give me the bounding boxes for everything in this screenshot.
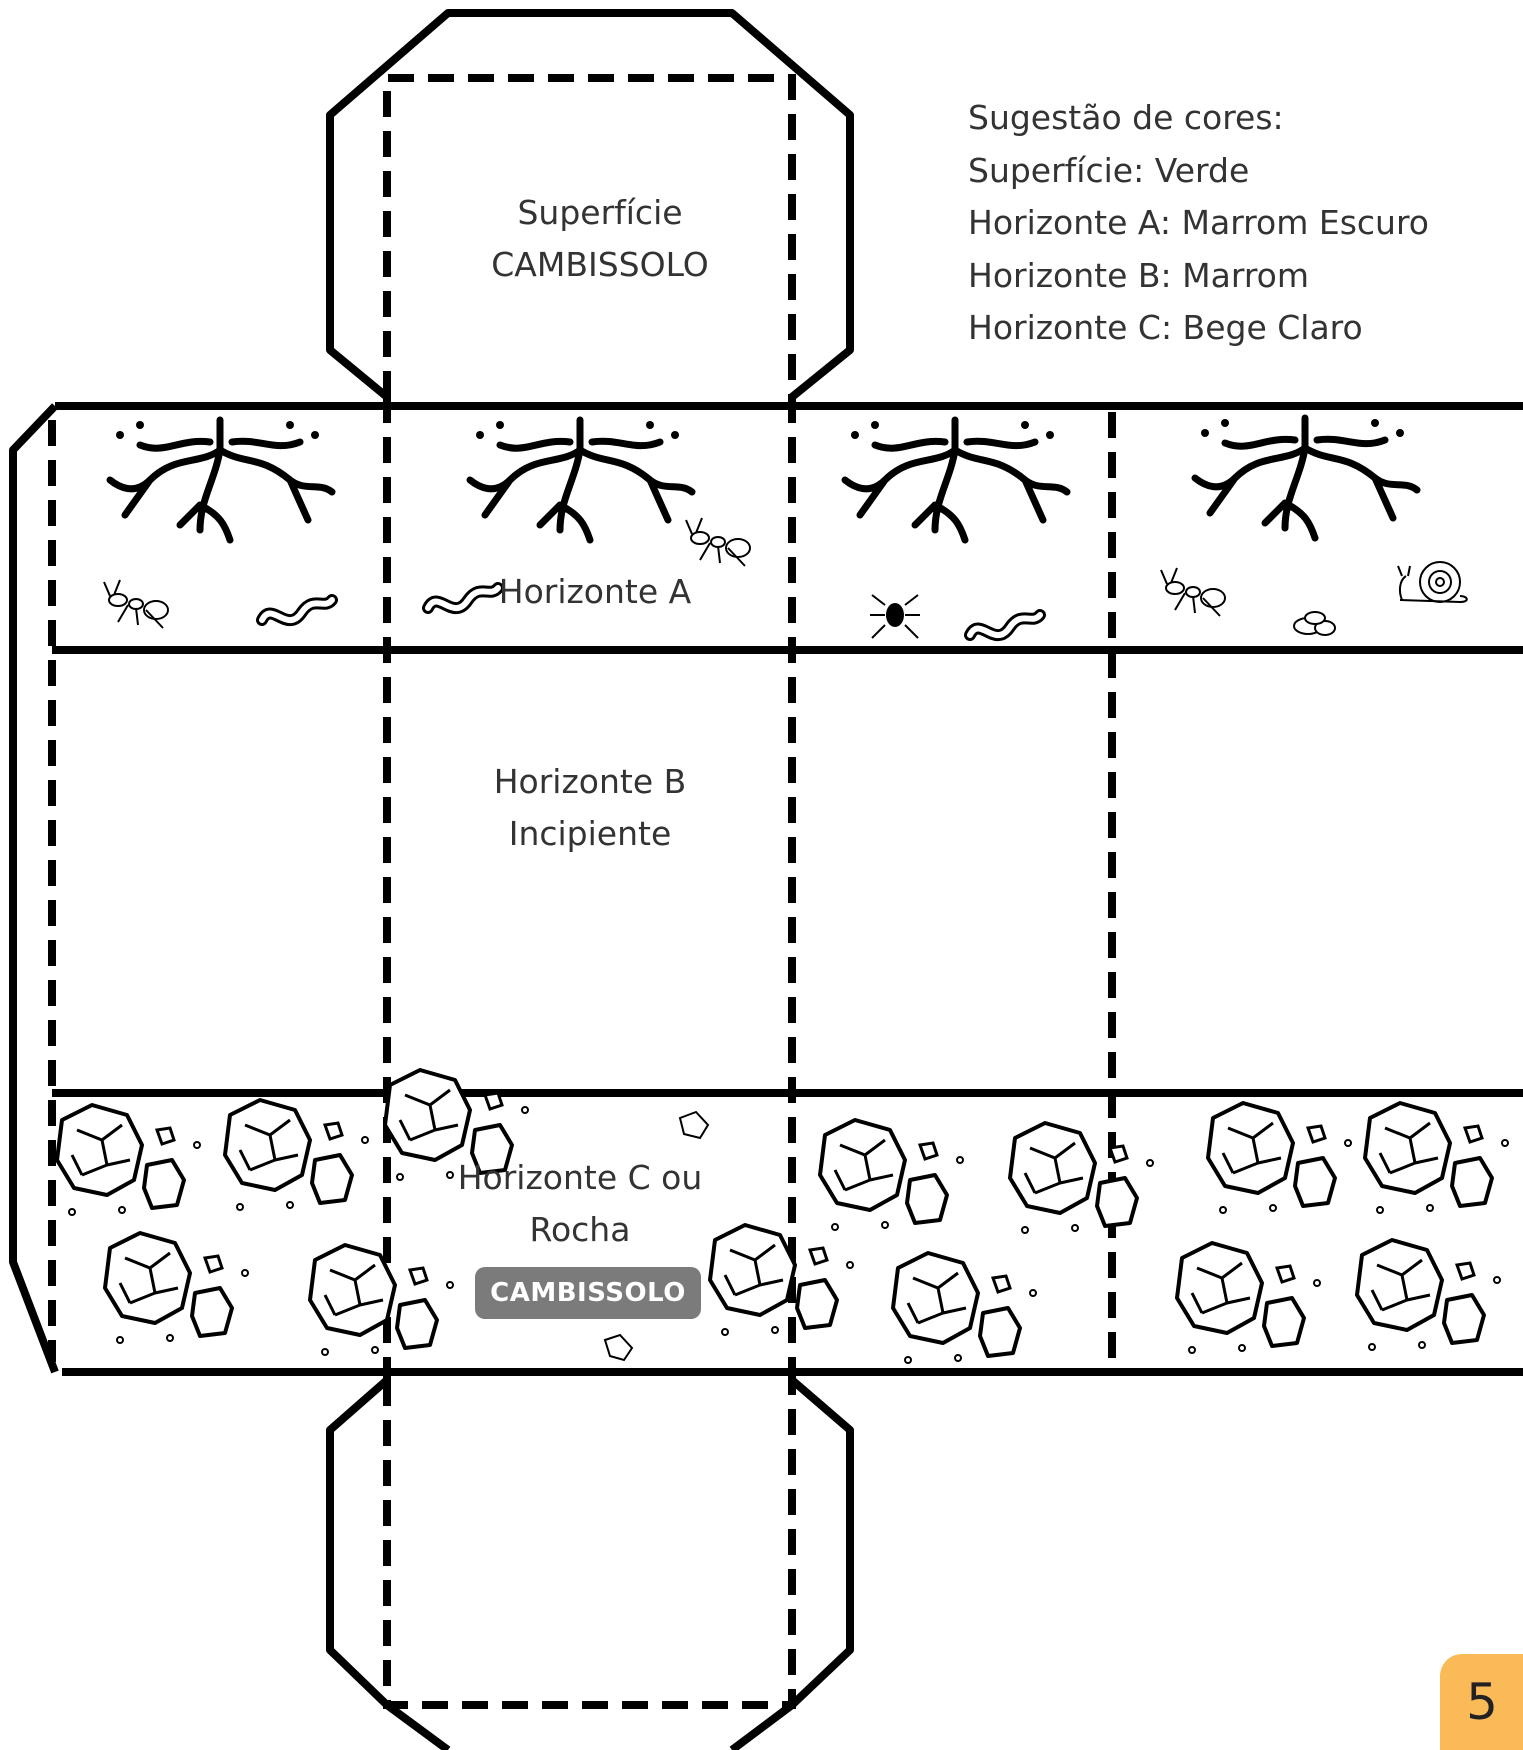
rock-icon [1008, 1121, 1155, 1235]
rock-icon [1206, 1101, 1353, 1215]
top-face-title: Superfície [517, 193, 683, 232]
color-suggestion-legend: Sugestão de cores: Superfície: Verde Hor… [968, 92, 1429, 355]
horizon-c-line2: Rocha [529, 1210, 631, 1249]
top-face-label: Superfície CAMBISSOLO [430, 187, 770, 291]
worm-icon [262, 600, 332, 620]
legend-item: Horizonte B: Marrom [968, 255, 1310, 295]
top-face-fold [383, 74, 796, 397]
rock-icon [55, 1103, 202, 1217]
horizon-b-subtitle: Incipiente [508, 814, 672, 853]
rock-icon [223, 1098, 370, 1212]
roots-icon [1195, 418, 1417, 538]
top-flap [326, 9, 854, 401]
worm-icon [970, 615, 1040, 635]
horizon-c-label: Horizonte C ou Rocha [420, 1152, 740, 1256]
ant-icon [103, 579, 169, 629]
roots-icon [845, 420, 1067, 540]
roots-icon [110, 420, 332, 540]
legend-item: Horizonte A: Marrom Escuro [968, 203, 1429, 242]
bottom-face-fold [383, 1380, 796, 1709]
horizon-c-line1: Horizonte C ou [457, 1158, 703, 1197]
soil-name-badge: CAMBISSOLO [475, 1267, 701, 1319]
rock-icon [1363, 1101, 1510, 1215]
pebble-cluster-icon [1293, 611, 1336, 636]
top-face-name: CAMBISSOLO [491, 245, 709, 284]
horizon-a-label: Horizonte A [498, 572, 692, 611]
rock-icon [891, 1251, 1038, 1365]
spider-icon [870, 594, 920, 639]
legend-item: Horizonte C: Bege Claro [968, 308, 1363, 347]
ant-icon [1160, 567, 1226, 617]
horizon-b-title: Horizonte B [493, 762, 687, 801]
legend-title: Sugestão de cores: [968, 98, 1284, 137]
legend-item: Superfície: Verde [968, 150, 1250, 190]
rock-icon [103, 1231, 250, 1345]
snail-icon [1397, 561, 1468, 604]
roots-icon [470, 420, 692, 540]
horizon-b-label: Horizonte B Incipiente [440, 756, 740, 860]
small-rock-icon [603, 1110, 710, 1362]
bottom-flap [326, 1376, 854, 1750]
page-number: 5 [1440, 1654, 1523, 1750]
rock-icon [1355, 1238, 1502, 1352]
side-strip-outline [9, 402, 1523, 1376]
rock-icon [1175, 1241, 1322, 1355]
rock-icon [308, 1243, 455, 1357]
ant-icon [685, 517, 751, 567]
rock-icon [818, 1118, 965, 1232]
